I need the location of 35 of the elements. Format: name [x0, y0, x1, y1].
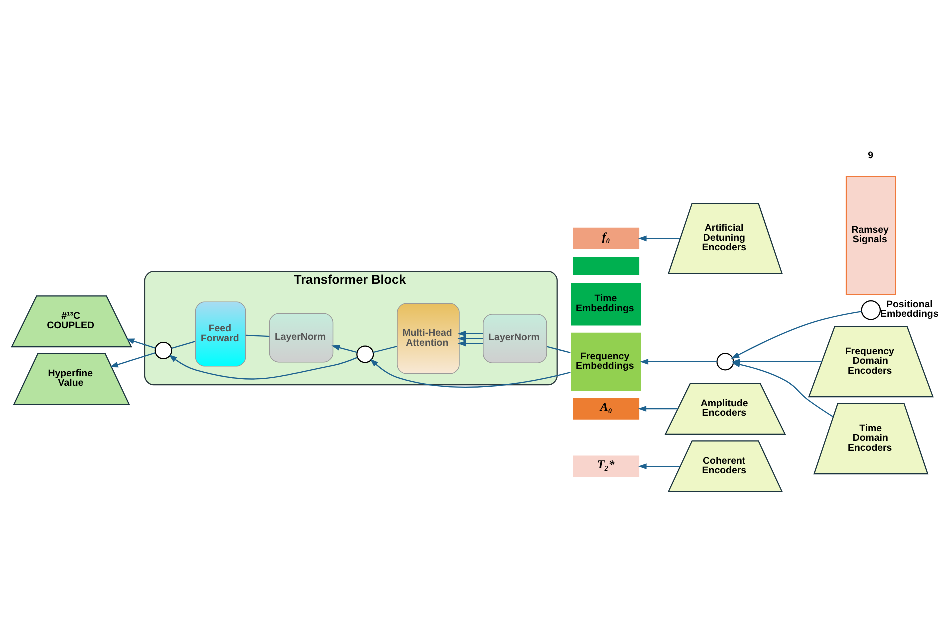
connector: [546, 346, 570, 354]
node-circle: [860, 300, 881, 320]
node-circle: [716, 353, 734, 371]
node-label: Positional Embeddings: [880, 299, 938, 320]
node-box: Multi-Head Attention: [396, 303, 460, 374]
arrow: [168, 354, 358, 380]
node-circle: [356, 346, 374, 364]
node-box: Feed Forward: [194, 302, 246, 367]
arrow: [640, 359, 716, 365]
arrow: [731, 362, 834, 418]
node-box: f₀: [572, 227, 640, 250]
arrow: [457, 340, 483, 347]
connector: [245, 334, 270, 338]
arrow: [370, 358, 570, 388]
node-box: Frequency Embeddings: [570, 332, 642, 392]
node-box: LayerNorm: [268, 313, 334, 363]
arrow: [109, 352, 156, 368]
arrow: [638, 406, 678, 412]
arrow: [730, 311, 862, 360]
arrow: [457, 336, 483, 342]
node-circle: [154, 342, 172, 360]
node-box: LayerNorm: [482, 314, 547, 364]
node-box: Ramsey Signals: [845, 176, 896, 296]
arrow: [457, 330, 483, 337]
node-box: Time Embeddings: [570, 282, 642, 326]
connector: [171, 341, 196, 350]
node-box: T₂*: [572, 454, 640, 478]
label: 9: [868, 150, 874, 162]
arrow: [331, 345, 357, 354]
arrow: [126, 338, 156, 349]
connector: [372, 346, 397, 354]
node-box: [572, 256, 640, 276]
arrow: [638, 236, 680, 242]
arrow: [638, 464, 680, 470]
node-box: A₀: [572, 397, 640, 421]
